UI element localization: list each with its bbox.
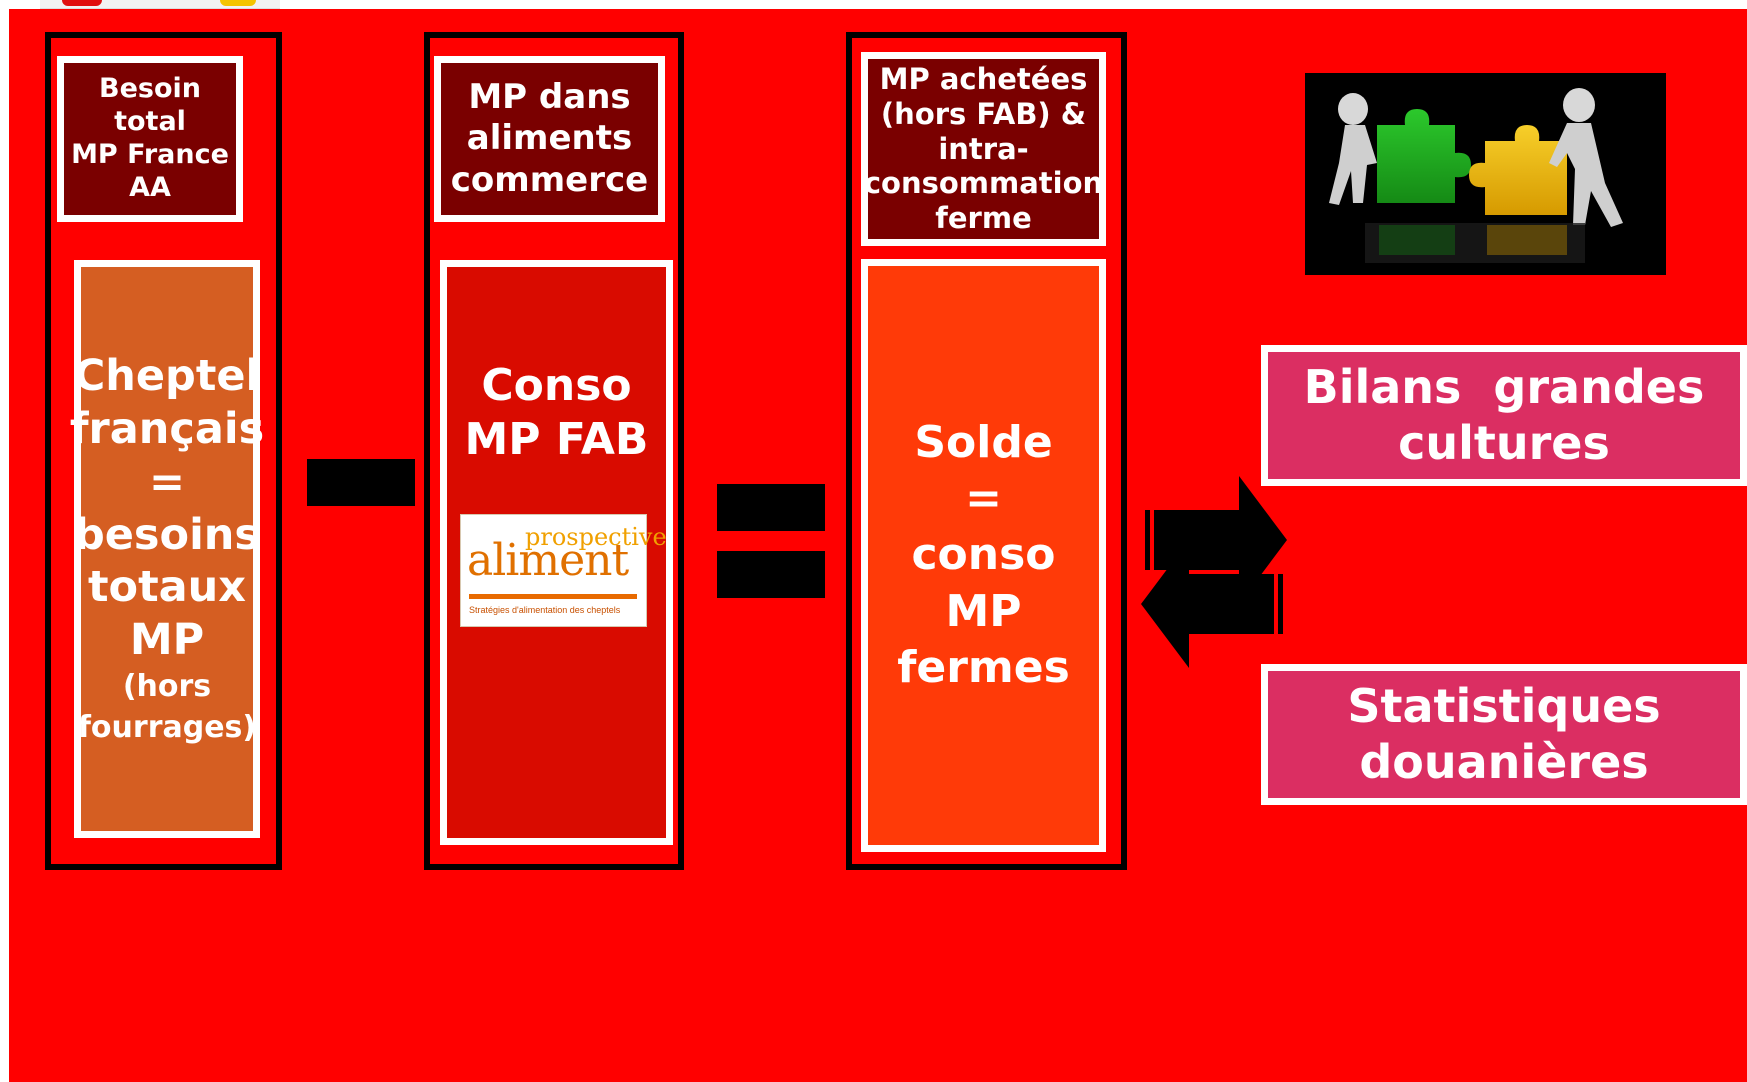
puzzle-figures-image <box>1305 73 1666 275</box>
yellow-puzzle-piece <box>1469 125 1567 215</box>
logo-word-top: prospective <box>525 523 667 551</box>
arrow-left-icon <box>1141 540 1274 668</box>
column-1-body-line: français <box>69 403 265 454</box>
column-3-body-line: MP <box>945 585 1022 637</box>
column-1-body-note-line: fourrages) <box>77 709 257 745</box>
green-reflection <box>1379 225 1455 255</box>
logo-tagline: Stratégies d'alimentation des cheptels <box>469 605 621 615</box>
column-3-header-line: consommation <box>863 166 1104 201</box>
column-1-body-line: Cheptel <box>73 350 261 401</box>
column-3-header-line: ferme <box>935 201 1032 236</box>
minus-operator <box>307 459 415 506</box>
column-3-body-line: fermes <box>897 641 1070 693</box>
column-1-body-line: totaux <box>87 562 247 613</box>
floor-reflection <box>1365 223 1585 263</box>
slide-canvas: Besoin total MP France AA Cheptel frança… <box>9 9 1747 1082</box>
logo-word-main: aliment <box>467 535 629 586</box>
equals-operator-top <box>717 484 825 531</box>
arrow-right-tail-stripes <box>1145 510 1150 570</box>
right-figure-head <box>1563 88 1595 122</box>
green-puzzle-piece <box>1377 109 1471 203</box>
bidirectional-arrows-icon <box>1141 476 1287 668</box>
column-1-body-line: MP <box>129 615 205 666</box>
column-2-frame <box>424 32 684 870</box>
column-3-header-line: intra- <box>938 131 1029 166</box>
right-box-statistiques-line: douanières <box>1359 734 1649 789</box>
right-figure-body <box>1549 123 1623 227</box>
right-box-bilans-line: Bilans grandes <box>1303 360 1705 415</box>
right-box-statistiques: Statistiques douanières <box>1261 664 1747 805</box>
top-strip <box>0 0 1747 9</box>
corner-logo-fragment <box>40 0 280 9</box>
column-3-body: Solde = conso MP fermes <box>861 259 1106 852</box>
column-1-header-line: AA <box>129 171 171 203</box>
right-box-bilans: Bilans grandes cultures <box>1261 345 1747 486</box>
column-2-header-line: commerce <box>450 159 649 200</box>
column-1-frame <box>45 32 282 870</box>
prospective-aliment-logo: prospective aliment Stratégies d'aliment… <box>460 514 667 627</box>
column-3-frame <box>846 32 1127 870</box>
column-2-body-line: MP FAB <box>464 414 649 466</box>
column-3-body-line: = <box>965 473 1002 525</box>
column-2-header-line: MP dans <box>468 76 631 117</box>
column-2-body-line: Conso <box>481 360 632 411</box>
right-box-bilans-line: cultures <box>1398 415 1610 470</box>
column-1-body-note-line: (hors <box>122 669 212 705</box>
left-figure-head <box>1338 93 1368 125</box>
arrow-right-icon <box>1154 476 1287 604</box>
column-1-body-line: = <box>148 456 186 507</box>
column-1-body: Cheptel français = besoins totaux MP (ho… <box>70 260 264 838</box>
equals-operator-bottom <box>717 551 825 598</box>
left-figure-body <box>1329 125 1377 205</box>
puzzle-figures-drawing <box>1329 88 1623 263</box>
column-3-body-line: Solde <box>914 416 1053 468</box>
column-1-body-line: besoins <box>73 509 261 560</box>
column-3-header: MP achetées (hors FAB) & intra- consomma… <box>861 52 1106 246</box>
column-3-body-line: conso <box>911 529 1056 581</box>
right-box-statistiques-line: Statistiques <box>1347 679 1661 734</box>
logo-yellow-shape <box>220 0 256 6</box>
logo-stripe <box>469 594 637 599</box>
column-1-header: Besoin total MP France AA <box>57 56 243 222</box>
yellow-reflection <box>1487 225 1567 255</box>
arrow-left-tail-stripes <box>1278 574 1283 634</box>
column-1-header-line: Besoin total <box>99 73 201 138</box>
column-3-header-line: MP achetées <box>879 62 1088 96</box>
column-3-header-line: (hors FAB) & <box>880 96 1087 131</box>
column-1-header-line: MP France <box>71 139 229 170</box>
column-2-header: MP dans aliments commerce <box>434 56 665 222</box>
logo-red-shape <box>62 0 102 6</box>
column-2-header-line: aliments <box>466 118 633 159</box>
